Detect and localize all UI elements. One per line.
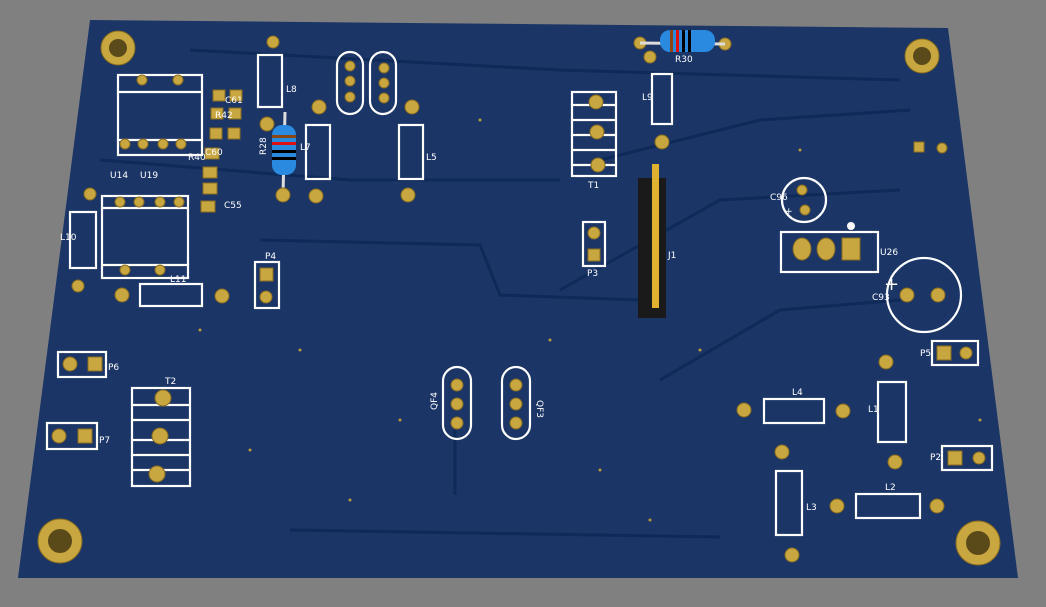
- plus-icon: +: [884, 274, 899, 295]
- label-p3: P3: [587, 269, 598, 279]
- resistor-r30: [660, 30, 715, 52]
- label-j1: J1: [667, 251, 676, 261]
- transformer-t2: [130, 386, 192, 488]
- label-c96: C96: [770, 193, 788, 203]
- vias: [198, 118, 982, 522]
- label-l8: L8: [286, 85, 297, 95]
- label-qf4: QF4: [430, 392, 440, 410]
- label-u14: U14: [110, 171, 128, 181]
- label-p7: P7: [99, 436, 110, 446]
- label-r42: R42: [215, 111, 233, 121]
- pcb-board: [18, 20, 1018, 578]
- label-l9: L9: [642, 93, 653, 103]
- label-c61: C61: [225, 96, 243, 106]
- label-r28: R28: [259, 137, 269, 155]
- label-l2: L2: [885, 483, 896, 493]
- traces: [99, 48, 911, 539]
- label-l7: L7: [300, 143, 311, 153]
- label-l10: L10: [60, 233, 77, 243]
- label-r30: R30: [675, 55, 693, 65]
- u14-footprint: [100, 194, 190, 280]
- label-u19: U19: [140, 171, 158, 181]
- label-l4: L4: [792, 388, 803, 398]
- label-p6: P6: [108, 363, 119, 373]
- transistor-pair-top: [335, 50, 398, 116]
- label-l11: L11: [170, 275, 186, 285]
- label-t1: T1: [587, 181, 599, 191]
- plus-icon: +: [785, 207, 793, 217]
- label-l5: L5: [426, 153, 437, 163]
- mounting-holes: [37, 30, 1001, 566]
- label-c60: C60: [205, 148, 223, 158]
- label-p4: P4: [265, 252, 276, 262]
- label-l1: L1: [868, 405, 879, 415]
- label-p2: P2: [930, 453, 941, 463]
- transformer-t1: [570, 90, 618, 178]
- label-c55: C55: [224, 201, 242, 211]
- u19-footprint: [116, 73, 204, 157]
- label-t2: T2: [164, 377, 176, 387]
- label-r40: R40: [188, 153, 206, 163]
- smd-pads: [200, 89, 243, 213]
- l10-outline: [68, 210, 98, 270]
- label-c93: C93: [872, 293, 890, 303]
- label-p5: P5: [920, 349, 931, 359]
- label-qf3: QF3: [534, 400, 544, 418]
- label-l3: L3: [806, 503, 817, 513]
- label-u26: U26: [880, 248, 898, 258]
